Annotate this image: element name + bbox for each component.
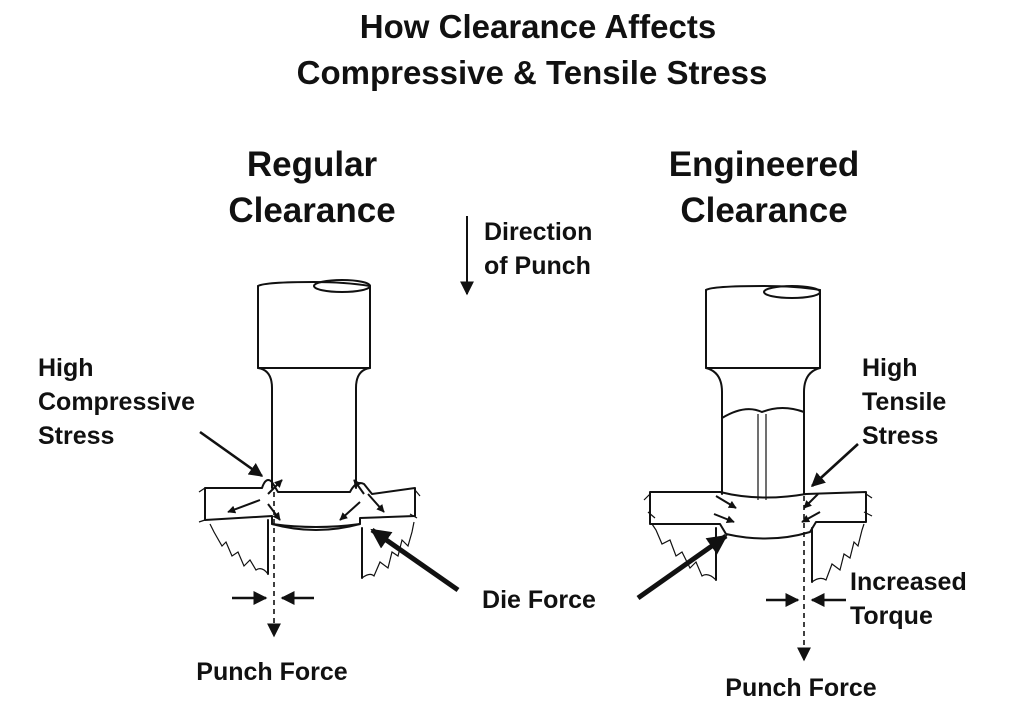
right-torque-label-line-1: Increased [850,568,967,596]
title-line-2: Compressive & Tensile Stress [297,54,768,91]
left-stress-label-line-1: High [38,354,94,382]
right-stress-arrows [713,493,821,524]
right-torque-label-line-2: Torque [850,602,933,630]
right-stress-label-line-3: Stress [862,422,938,450]
direction-label-line-2: of Punch [484,252,591,280]
right-heading-line-2: Clearance [680,191,847,230]
left-punch-force-label: Punch Force [196,658,348,686]
right-die [651,523,865,583]
left-punch [257,279,371,489]
right-stress-label-line-1: High [862,354,918,382]
left-sheet [198,479,421,531]
left-stress-label-line-3: Stress [38,422,114,450]
die-force-arrow-right [636,533,728,601]
left-heading-line-2: Clearance [228,191,395,230]
left-heading-line-1: Regular [247,145,378,184]
right-sheet [643,491,873,540]
right-punch-force-label: Punch Force [725,674,877,702]
left-die [209,519,415,579]
left-stress-arrows [227,479,385,521]
right-punch [705,285,821,500]
title-line-1: How Clearance Affects [360,8,716,45]
left-stress-label-line-2: Compressive [38,388,195,416]
direction-label-line-1: Direction [484,218,592,246]
die-force-label: Die Force [482,586,596,614]
right-stress-pointer-arrow [810,443,859,487]
die-force-arrow-left [370,527,460,593]
right-stress-label-line-2: Tensile [862,388,946,416]
left-stress-pointer-arrow [199,430,264,478]
right-heading-line-1: Engineered [669,145,860,184]
